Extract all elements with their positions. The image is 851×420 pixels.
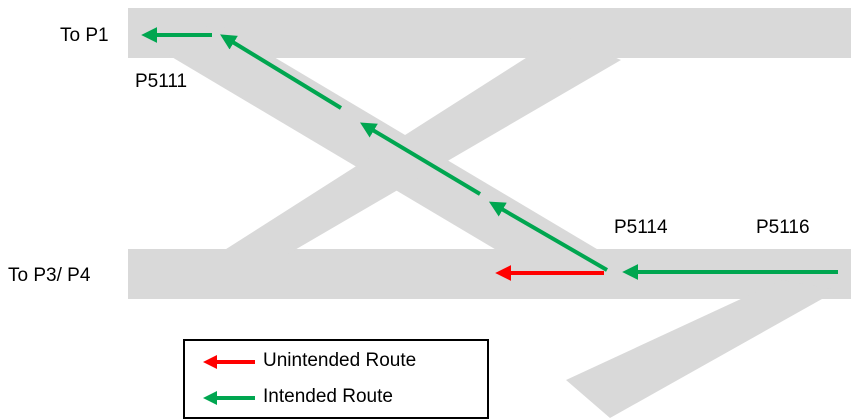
label-to-p1: To P1	[60, 25, 109, 46]
branch-lower-right	[566, 280, 838, 418]
label-p5111: P5111	[135, 71, 187, 92]
intended-arrow-diag-1	[488, 201, 609, 272]
intended-route	[141, 27, 838, 280]
legend-label-unintended: Unintended Route	[263, 350, 417, 371]
legend-label-intended: Intended Route	[263, 386, 393, 407]
intended-arrow-diag-2	[360, 122, 482, 196]
crossover-top-to-bottom	[212, 35, 621, 258]
label-p5114: P5114	[614, 217, 668, 238]
legend-item-unintended: Unintended Route	[185, 347, 487, 377]
label-p5116: P5116	[756, 217, 810, 238]
legend: Unintended Route Intended Route	[183, 339, 489, 419]
green-arrow-icon	[203, 391, 255, 405]
red-arrow-icon	[203, 355, 255, 369]
intended-arrow-diag-3	[220, 34, 343, 110]
label-to-p3-p4: To P3/ P4	[8, 265, 91, 286]
legend-item-intended: Intended Route	[185, 383, 487, 413]
